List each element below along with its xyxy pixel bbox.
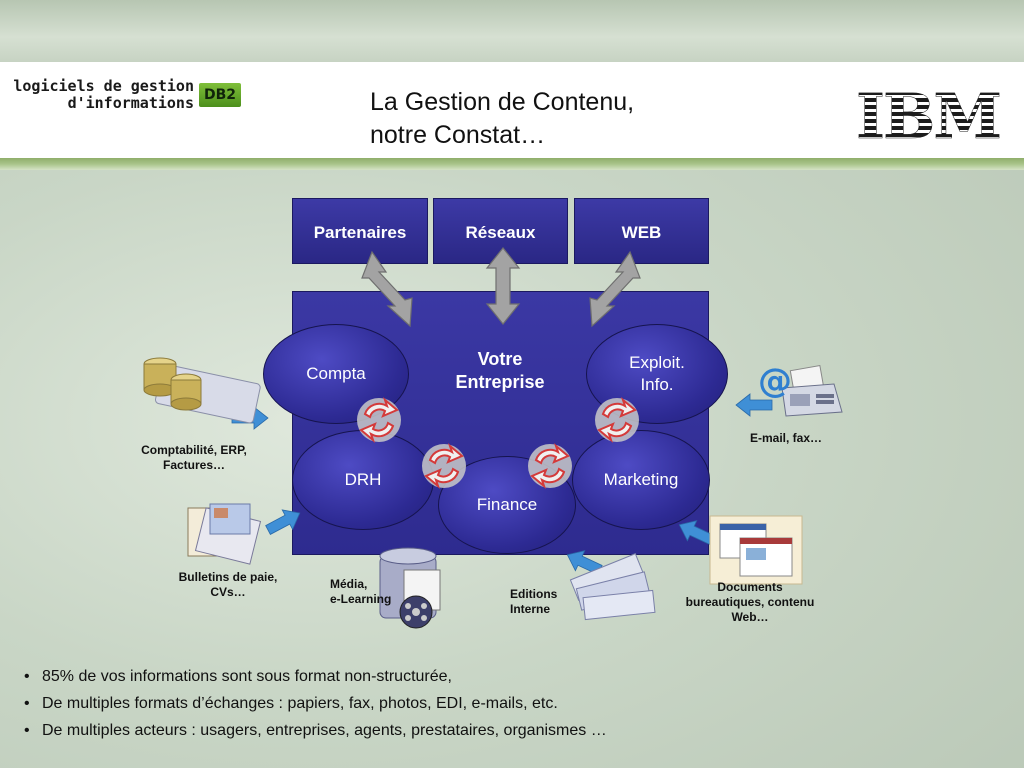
caption-comptabilite-line-1: Comptabilité, ERP,	[141, 443, 247, 457]
db2-badge: DB2	[199, 83, 241, 107]
node-exploit-label-1: Exploit.	[629, 353, 685, 372]
fax-machine-icon	[781, 364, 843, 417]
ibm-logo-text: IBM	[856, 84, 1000, 146]
title-line-1: La Gestion de Contenu,	[370, 88, 635, 116]
node-exploit-label-2: Info.	[640, 375, 674, 394]
title-line-2: notre Constat…	[370, 121, 546, 149]
caption-media-line-1: Média,	[330, 577, 368, 591]
caption-documents-line-3: Web…	[731, 610, 769, 624]
node-drh: DRH	[292, 430, 434, 530]
arrow-icon-bulletins	[262, 502, 306, 541]
center-label-line-2: Entreprise	[455, 372, 545, 392]
node-exploit-info: Exploit. Info.	[586, 324, 728, 424]
bullet-item: De multiples acteurs : usagers, entrepri…	[18, 717, 998, 744]
bullet-item: 85% de vos informations sont sous format…	[18, 663, 998, 690]
double-arrow-partenaires	[361, 250, 413, 328]
at-icon: @	[758, 361, 792, 401]
caption-comptabilite: Comptabilité, ERP, Factures…	[122, 443, 266, 473]
cycle-icon-drh-finance	[421, 443, 467, 489]
double-arrow-web	[589, 250, 641, 328]
logo-line-1: logiciels de gestion	[13, 77, 194, 95]
ibm-logo: IBM	[856, 84, 1003, 146]
node-marketing: Marketing	[572, 430, 710, 530]
header-divider	[0, 158, 1024, 170]
caption-media-line-2: e-Learning	[330, 592, 392, 606]
cycle-icon-compta-drh	[356, 397, 402, 443]
caption-editions-line-2: Interne	[510, 602, 551, 616]
product-logo: logiciels de gestion d'informations	[4, 78, 194, 112]
center-label-line-1: Votre	[477, 349, 523, 369]
box-partenaires: Partenaires	[292, 198, 428, 264]
caption-email: E-mail, fax…	[750, 431, 823, 445]
box-web: WEB	[574, 198, 709, 264]
caption-media: Média, e-Learning	[330, 577, 410, 607]
header-bar	[0, 62, 1024, 158]
bullet-list: 85% de vos informations sont sous format…	[18, 663, 998, 744]
caption-documents: Documents bureautiques, contenu Web…	[670, 580, 830, 625]
caption-comptabilite-line-2: Factures…	[162, 458, 226, 472]
caption-documents-line-1: Documents	[717, 580, 783, 594]
double-arrow-reseaux	[485, 247, 521, 325]
node-finance-label: Finance	[476, 495, 538, 514]
node-marketing-label: Marketing	[603, 470, 679, 489]
caption-documents-line-2: bureautiques, contenu	[685, 595, 815, 609]
paper-stack-icon	[187, 503, 262, 565]
logo-line-2: d'informations	[67, 94, 194, 112]
node-drh-label: DRH	[344, 470, 382, 489]
film-reel-icon	[379, 547, 441, 629]
caption-bulletins-line-2: CVs…	[210, 585, 246, 599]
caption-bulletins: Bulletins de paie, CVs…	[162, 570, 294, 600]
node-compta-label: Compta	[306, 364, 366, 383]
top-decorative-band	[0, 0, 1024, 62]
database-icon	[143, 357, 261, 424]
center-label: Votre Entreprise	[425, 348, 575, 394]
printed-editions-icon	[569, 553, 656, 621]
cycle-icon-exploit-marketing	[594, 397, 640, 443]
caption-editions-line-1: Editions	[510, 587, 558, 601]
cycle-icon-finance-marketing	[527, 443, 573, 489]
caption-editions: Editions Interne	[510, 587, 580, 617]
bullet-item: De multiples formats d’échanges : papier…	[18, 690, 998, 717]
web-documents-icon	[709, 515, 803, 585]
slide-title: La Gestion de Contenu, notre Constat…	[370, 86, 730, 152]
caption-bulletins-line-1: Bulletins de paie,	[178, 570, 278, 584]
